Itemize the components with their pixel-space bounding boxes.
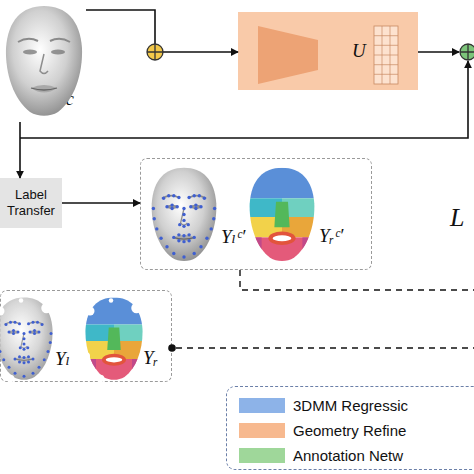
legend-box: 3DMM RegressicGeometry RefineAnnotation … [226,386,474,470]
legend-swatch [239,398,285,413]
legend-text: Geometry Refine [293,422,406,439]
segmentation-face [248,166,316,263]
decor-shape [152,194,217,259]
mesh-face [6,6,82,116]
flow-arrow [19,122,21,178]
decor-shape [460,44,474,60]
displacement-grid [374,26,398,84]
scan-landmark-face [0,298,56,383]
loss-symbol: L [450,203,464,233]
loss-wire [176,347,474,348]
box-label: Label Transfer [2,187,60,219]
process-box: Label Transfer [0,178,62,228]
decor-shape [248,166,316,263]
scan-segmentation-face [83,296,146,382]
decor-shape [374,26,398,84]
decor-shape [460,44,474,60]
output-wire [418,51,459,53]
legend-swatch [239,423,285,438]
junction-dot [168,344,176,352]
decor-shape [374,26,398,84]
add-symbol [460,44,474,60]
decor-shape [147,44,163,60]
decor-shape [152,168,217,261]
legend-text: Annotation Netw [293,447,403,464]
math-symbol: U [352,40,366,62]
flow-arrow [62,202,140,204]
loss-wire [240,270,474,290]
add-symbol [147,44,163,60]
decor-shape [147,44,163,60]
legend-text: 3DMM Regressic [293,397,408,414]
math-symbol: Yₗᶜ′ [221,225,245,248]
decor-shape [0,298,56,382]
flow-arrow [86,10,238,52]
landmark-face [152,168,217,261]
decor-shape [0,321,53,378]
math-symbol: Yₗ [55,347,70,370]
decor-shape [83,298,146,382]
math-symbol: Yᵣᶜ′ [319,225,343,247]
legend-swatch [239,448,285,463]
